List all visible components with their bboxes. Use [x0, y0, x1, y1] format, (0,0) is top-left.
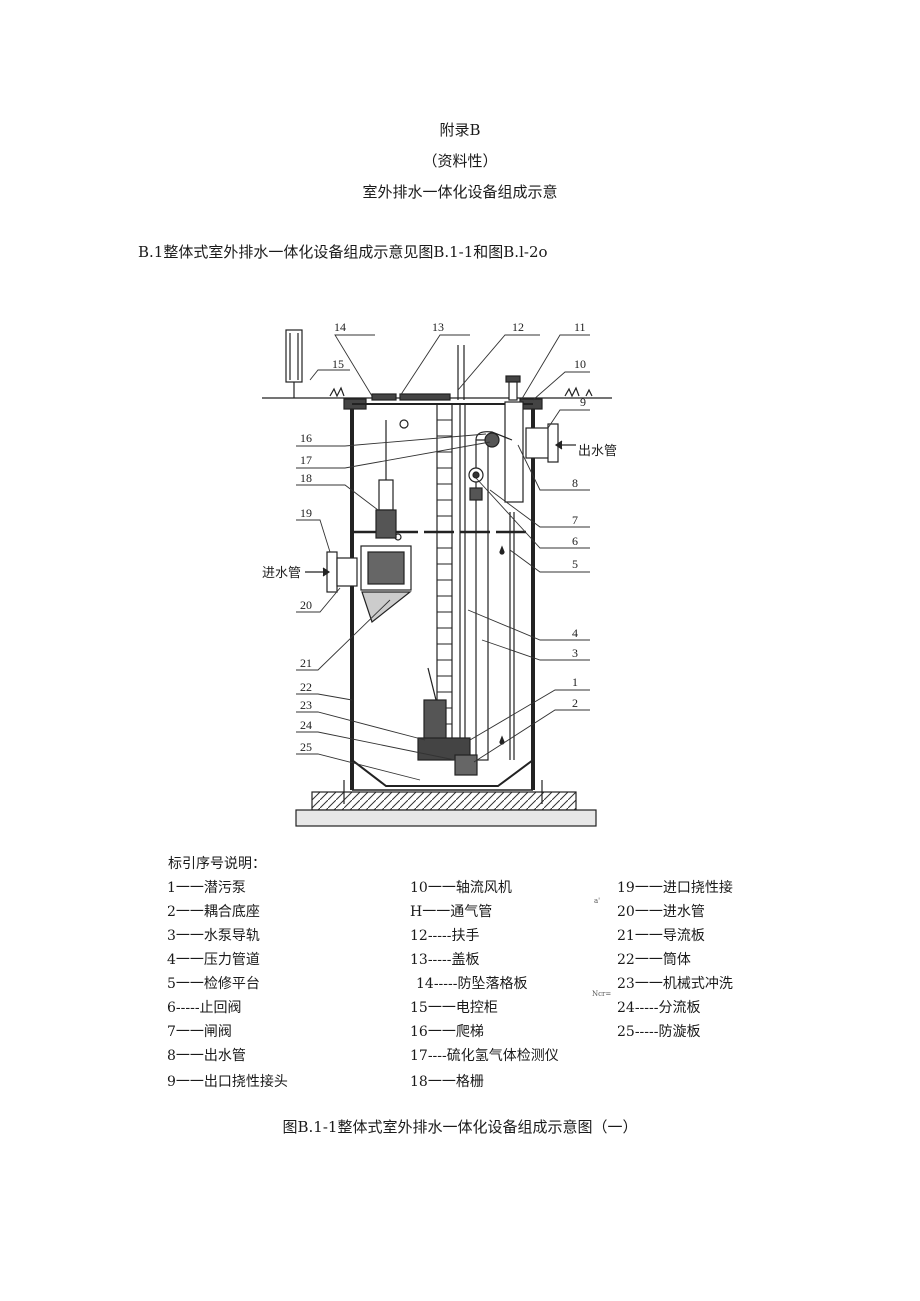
- callout-2: 2: [572, 696, 578, 710]
- legend-item-23: 23一一机械式冲洗: [617, 976, 733, 992]
- callout-9: 9: [580, 395, 586, 409]
- legend-item-4: 4一一压力管道: [167, 952, 260, 968]
- legend-item-14: 14-----防坠落格板: [416, 976, 528, 992]
- callout-18: 18: [300, 471, 312, 485]
- callout-12: 12: [512, 320, 524, 334]
- legend-item-20: 20一一进水管: [617, 904, 705, 920]
- callout-7: 7: [572, 513, 578, 527]
- callout-3: 3: [572, 646, 578, 660]
- legend-item-2: 2一一耦合底座: [167, 904, 260, 920]
- legend-item-9: 9一一出口挠性接头: [167, 1074, 288, 1090]
- callout-11: 11: [574, 320, 586, 334]
- legend-item-13: 13-----盖板: [410, 952, 480, 968]
- lead-paragraph: B.1整体式室外排水一体化设备组成示意见图B.1-1和图B.l-2o: [138, 243, 548, 261]
- appendix-nature: （资料性）: [422, 152, 498, 170]
- callout-8: 8: [572, 476, 578, 490]
- callout-5: 5: [572, 557, 578, 571]
- legend-item-15: 15一一电控柜: [410, 1000, 498, 1016]
- legend-item-11: H一一通气管: [410, 904, 493, 920]
- callout-1: 1: [572, 675, 578, 689]
- legend-item-5: 5一一检修平台: [167, 976, 260, 992]
- callout-25: 25: [300, 740, 312, 754]
- legend-item-19: 19一一进口挠性接: [617, 880, 733, 896]
- legend-item-21: 21一一导流板: [617, 928, 705, 944]
- callout-22: 22: [300, 680, 312, 694]
- legend-item-10: 10一一轴流风机: [410, 880, 512, 896]
- legend-item-1: 1一一潜污泵: [167, 880, 246, 896]
- callout-20: 20: [300, 598, 312, 612]
- stray-mark-a: a': [594, 897, 601, 905]
- legend-item-12: 12-----扶手: [410, 928, 480, 944]
- legend-item-22: 22一一筒体: [617, 952, 691, 968]
- legend-item-3: 3一一水泵导轨: [167, 928, 260, 944]
- figure-caption: 图B.1-1整体式室外排水一体化设备组成示意图（一）: [282, 1118, 638, 1136]
- appendix-title: 室外排水一体化设备组成示意: [362, 183, 558, 201]
- callout-10: 10: [574, 357, 586, 371]
- legend-item-18: 18一一格栅: [410, 1074, 484, 1090]
- legend-title: 标引序号说明：: [168, 856, 266, 872]
- legend-item-17: 17----硫化氢气体检测仪: [410, 1048, 559, 1064]
- outlet-pipe-label: 出水管: [578, 444, 617, 459]
- callout-19: 19: [300, 506, 312, 520]
- callout-17: 17: [300, 453, 312, 467]
- legend-item-24: 24-----分流板: [617, 1000, 701, 1016]
- legend-item-16: 16一一爬梯: [410, 1024, 484, 1040]
- appendix-heading: 附录B: [439, 121, 481, 139]
- stray-mark-ncr: Ncr=: [592, 990, 612, 998]
- legend-item-7: 7一一闸阀: [167, 1024, 232, 1040]
- callout-4: 4: [572, 626, 578, 640]
- callout-16: 16: [300, 431, 312, 445]
- callout-13: 13: [432, 320, 444, 334]
- callout-6: 6: [572, 534, 578, 548]
- callout-15: 15: [332, 357, 344, 371]
- callout-24: 24: [300, 718, 312, 732]
- callout-23: 23: [300, 698, 312, 712]
- callout-21: 21: [300, 656, 312, 670]
- legend-item-8: 8一一出水管: [167, 1048, 246, 1064]
- inlet-pipe-label: 进水管: [262, 566, 301, 581]
- legend-item-6: 6-----止回阀: [167, 1000, 242, 1016]
- callout-14: 14: [334, 320, 346, 334]
- legend-item-25: 25-----防漩板: [617, 1024, 701, 1040]
